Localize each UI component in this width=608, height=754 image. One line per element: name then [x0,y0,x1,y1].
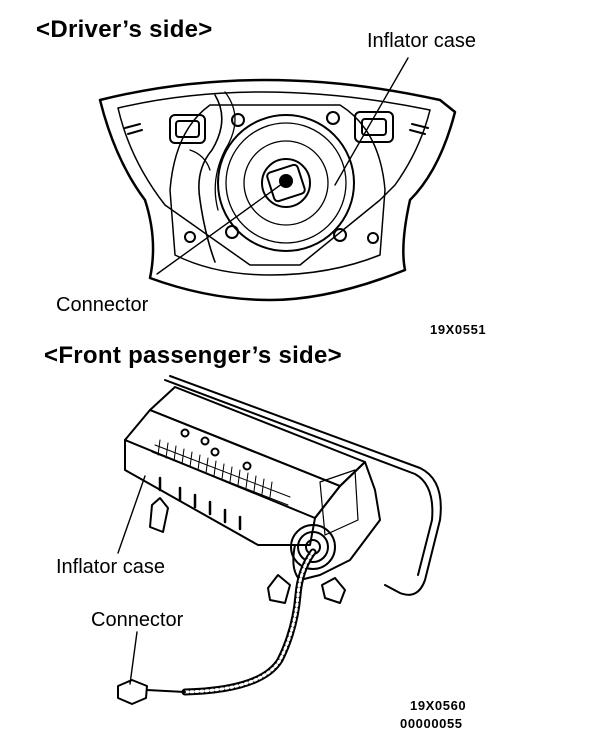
driver-side-title: <Driver’s side> [36,16,213,43]
passenger-airbag-drawing [117,375,442,705]
driver-figure-code: 19X0551 [430,322,487,337]
driver-inflator-case-label: Inflator case [367,30,476,52]
passenger-connector-label: Connector [91,609,184,631]
passenger-figure-code: 19X0560 [410,698,467,713]
front-passenger-side-title: <Front passenger’s side> [44,342,342,369]
steering-wheel-drawing [98,57,457,302]
driver-connector-label: Connector [56,294,149,316]
passenger-inflator-case-label: Inflator case [56,556,165,578]
document-code: 00000055 [400,716,463,731]
